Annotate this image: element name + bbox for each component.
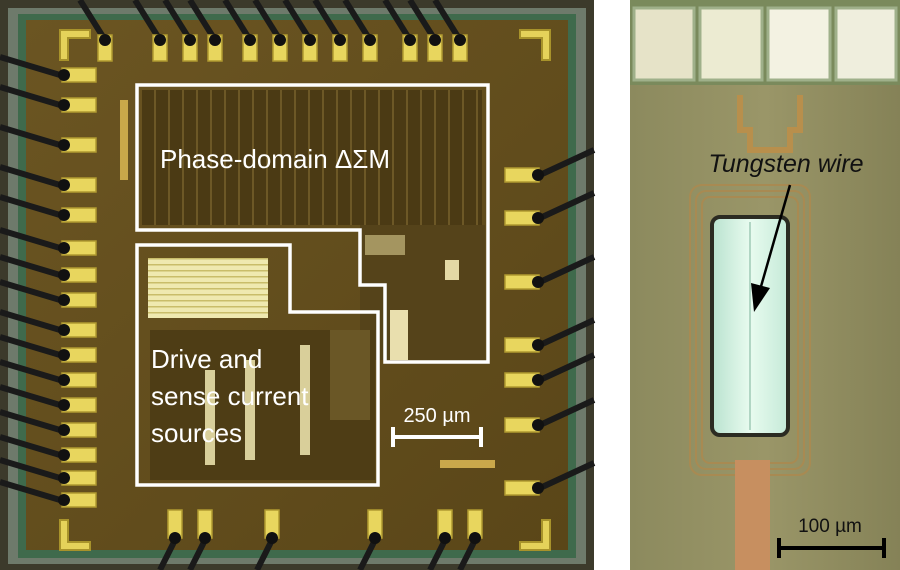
bond-ball [58,472,70,484]
bond-wire [0,434,61,458]
bond-ball [469,532,481,544]
bond-wire [432,0,463,42]
block-outlines [135,83,490,487]
bond-wire [538,254,596,285]
bond-wire [342,0,373,42]
bond-ball [304,34,316,46]
bond-wire [77,0,108,42]
bond-ball [58,269,70,281]
bond-wire [252,0,283,42]
bond-ball [209,34,221,46]
bond-wire [538,460,596,491]
bond-wires [0,0,596,570]
bond-ball [429,34,441,46]
bond-wire [132,0,163,42]
bond-wire [457,538,478,570]
bond-wire [0,54,61,78]
bond-ball [154,34,166,46]
bond-ball [364,34,376,46]
bond-wire [0,227,61,251]
bond-wire [0,194,61,218]
bond-wire [427,538,448,570]
bond-wire [0,84,61,108]
bond-ball [532,419,544,431]
bond-wire [0,479,61,503]
bond-wire [282,0,313,42]
bond-wire [538,397,596,428]
current-sources-label: Drive and sense current sources [151,344,309,448]
bond-ball [58,349,70,361]
tungsten-wire-label: Tungsten wire [708,150,863,178]
bond-wire [0,254,61,278]
bond-ball [58,399,70,411]
bond-wire [538,147,596,178]
bond-ball [58,179,70,191]
bond-ball [99,34,111,46]
bond-wire [407,0,438,42]
bond-ball [454,34,466,46]
current-sources-label-line-2: sense current [151,381,309,411]
bond-ball [404,34,416,46]
bond-wire [538,317,596,348]
bond-ball [58,324,70,336]
bond-wire [222,0,253,42]
bond-wire [254,538,275,570]
current-sources-label-line-1: Drive and [151,344,262,374]
delta-sigma-block-outline [135,83,490,364]
tungsten-wire-arrow [751,184,792,312]
bond-wire [0,164,61,188]
bond-ball [244,34,256,46]
bond-ball [184,34,196,46]
bond-ball [334,34,346,46]
bond-ball [58,424,70,436]
bond-ball [58,449,70,461]
bond-ball [58,374,70,386]
bond-wire [0,384,61,408]
bond-wire [0,124,61,148]
left-scale-bar: 250 µm [391,405,483,447]
bond-ball [532,169,544,181]
bond-ball [58,69,70,81]
delta-sigma-label: Phase-domain ΔΣM [160,144,390,174]
bond-ball [58,494,70,506]
bond-wire [538,352,596,383]
bond-wire [0,409,61,433]
bond-ball [199,532,211,544]
bond-wire [0,309,61,333]
bond-wire [187,538,208,570]
bond-wire [0,279,61,303]
right-scale-bar-label: 100 µm [798,516,862,537]
bond-ball [532,482,544,494]
bond-ball [266,532,278,544]
bond-ball [439,532,451,544]
bond-wire [0,334,61,358]
bond-wire [538,190,596,221]
right-scale-bar: 100 µm [777,516,886,558]
left-scale-bar-label: 250 µm [403,405,470,427]
bond-wire [187,0,218,42]
bond-ball [58,99,70,111]
bond-ball [274,34,286,46]
bond-wire [0,359,61,383]
bond-wire [312,0,343,42]
bond-wire [382,0,413,42]
bond-ball [58,242,70,254]
bond-ball [58,209,70,221]
bond-wire [0,457,61,481]
current-sources-label-line-3: sources [151,418,242,448]
bond-ball [369,532,381,544]
current-sources-block-outline [135,243,380,487]
bond-wire [357,538,378,570]
bond-ball [532,212,544,224]
bond-ball [532,276,544,288]
bond-ball [169,532,181,544]
tungsten-wire-photo [630,0,900,570]
bond-ball [532,374,544,386]
bond-ball [58,294,70,306]
bond-ball [58,139,70,151]
bond-wire [157,538,178,570]
bond-wire [162,0,193,42]
bond-ball [532,339,544,351]
